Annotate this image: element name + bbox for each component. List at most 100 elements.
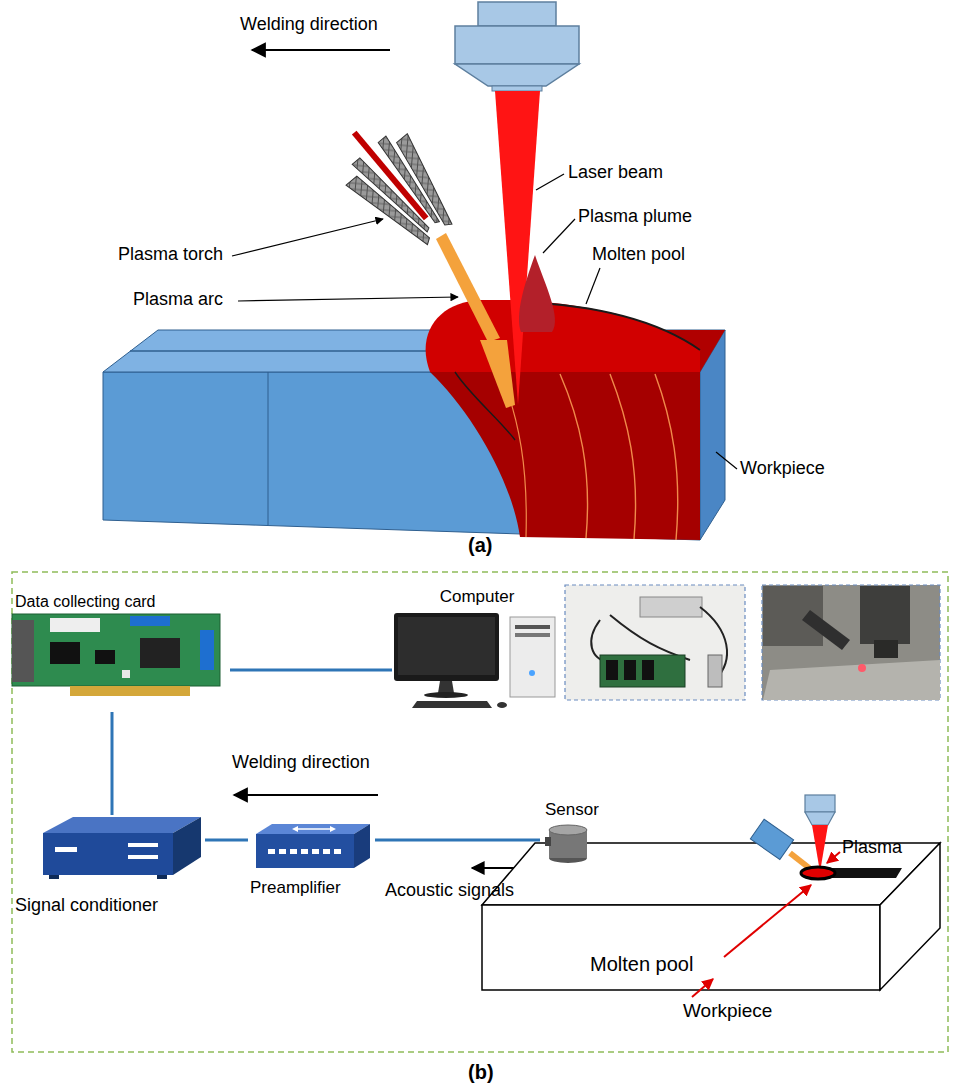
photo-welding-station-part <box>860 586 910 644</box>
workpiece-block-part <box>880 843 940 990</box>
component-label: Preamplifier <box>250 878 341 898</box>
photo-instruments-part <box>624 660 636 680</box>
preamplifier-icon-part <box>334 849 341 854</box>
computer-icon-part <box>424 692 468 698</box>
daq-card-icon-part <box>130 616 170 626</box>
part-label: Molten pool <box>592 244 685 266</box>
conditioner-icon-part <box>157 875 167 879</box>
computer-icon <box>392 613 562 710</box>
part-label: Plasma <box>842 837 902 859</box>
conditioner-icon-part <box>49 875 59 879</box>
plasma-plume-part <box>519 255 555 332</box>
hybrid-head <box>750 795 835 879</box>
hybrid-head-part <box>805 812 835 825</box>
laser-head <box>455 2 579 91</box>
computer-icon-part <box>438 681 454 693</box>
sensor-icon-part <box>549 825 587 835</box>
laser-head-part <box>455 26 579 64</box>
photo-instruments-part <box>642 660 654 680</box>
daq-card-icon-part <box>12 620 34 682</box>
computer-icon-part <box>510 617 555 697</box>
preamplifier-icon-part <box>296 828 332 830</box>
workpiece-block-part <box>130 350 452 352</box>
red-pointers-part <box>827 852 840 863</box>
welding-direction-arrow-part <box>252 49 390 51</box>
leader-lines-part <box>232 219 383 256</box>
hybrid-head-part <box>801 867 835 879</box>
daq-card-icon-part <box>50 642 80 664</box>
leader-lines-part <box>543 219 575 253</box>
computer-icon-part <box>515 633 550 637</box>
plasma-plume <box>519 255 555 332</box>
leader-lines <box>232 174 737 469</box>
laser-head-part <box>478 2 556 26</box>
panel-label: (a) <box>468 533 492 557</box>
daq-card-icon-part <box>122 670 130 678</box>
daq-card-icon-part <box>50 618 100 632</box>
photo-instruments-part <box>565 585 745 700</box>
computer-icon-part <box>398 617 495 675</box>
plasma-arc <box>436 233 515 408</box>
weld-section-part <box>560 374 588 538</box>
weld-section-part <box>430 372 700 540</box>
component-label: Computer <box>392 587 562 607</box>
computer-icon-part <box>394 613 499 681</box>
preamplifier-icon-part <box>290 849 297 854</box>
photo-welding-station-part <box>802 610 850 650</box>
conditioner-icon-part <box>43 833 173 875</box>
part-label: Workpiece <box>683 1000 772 1023</box>
daq-card-icon-part <box>95 650 115 664</box>
photo-instruments-part <box>640 597 702 617</box>
photo-instruments-part <box>708 655 722 687</box>
hybrid-head-part <box>812 825 828 872</box>
plasma-torch-part <box>352 131 429 221</box>
weld-section-part <box>655 374 678 540</box>
computer-icon-part <box>497 702 507 708</box>
leader-lines-part <box>586 268 600 304</box>
part-label: Workpiece <box>740 458 825 480</box>
signal-cable <box>375 839 540 842</box>
preamplifier-icon-part <box>256 834 354 868</box>
dashed-frame-part <box>12 572 948 1052</box>
preamplifier-icon-part <box>312 849 319 854</box>
hybrid-head-part <box>750 819 793 859</box>
photo-welding-station-part <box>763 660 940 700</box>
molten-pool <box>426 300 700 440</box>
part-label: Welding direction <box>240 14 378 36</box>
computer-icon-part <box>412 701 492 708</box>
component-label: Signal conditioner <box>15 895 158 917</box>
welding-direction-arrow <box>234 795 378 796</box>
red-pointers-part <box>692 979 713 997</box>
photo-instruments-part <box>600 655 685 687</box>
part-label: Acoustic signals <box>385 880 514 902</box>
photo-instruments-part <box>606 660 618 680</box>
preamplifier-node: Preamplifier <box>248 822 375 905</box>
molten-pool-part <box>426 300 700 372</box>
plasma-arc-part <box>436 233 500 342</box>
workpiece-block-part <box>826 868 902 878</box>
conditioner-icon-part <box>173 817 201 875</box>
plasma-arc-part <box>480 340 515 408</box>
preamplifier-icon-part <box>354 824 370 868</box>
weld-section-part <box>610 374 636 539</box>
preamplifier-icon-part <box>323 849 330 854</box>
conditioner-icon-part <box>55 847 77 852</box>
daq-card-icon <box>10 610 225 702</box>
photo-welding-station-part <box>858 664 866 672</box>
part-label: Plasma torch <box>118 244 223 266</box>
conditioner-icon-part <box>128 855 158 859</box>
leader-lines-part <box>536 174 564 190</box>
part-label: Welding direction <box>232 752 370 774</box>
laser-head-part <box>455 64 579 86</box>
laser-head-part <box>492 86 542 91</box>
plasma-torch <box>324 107 471 260</box>
photo-welding-station-part <box>874 640 898 658</box>
conditioner-icon <box>33 815 203 881</box>
computer-icon-part <box>515 625 550 629</box>
daq-card-icon-part <box>12 614 220 686</box>
signal-cable <box>111 712 114 815</box>
sensor-icon-part <box>545 837 551 846</box>
preamplifier-icon-part <box>301 849 308 854</box>
component-label: Data collecting card <box>15 592 156 611</box>
